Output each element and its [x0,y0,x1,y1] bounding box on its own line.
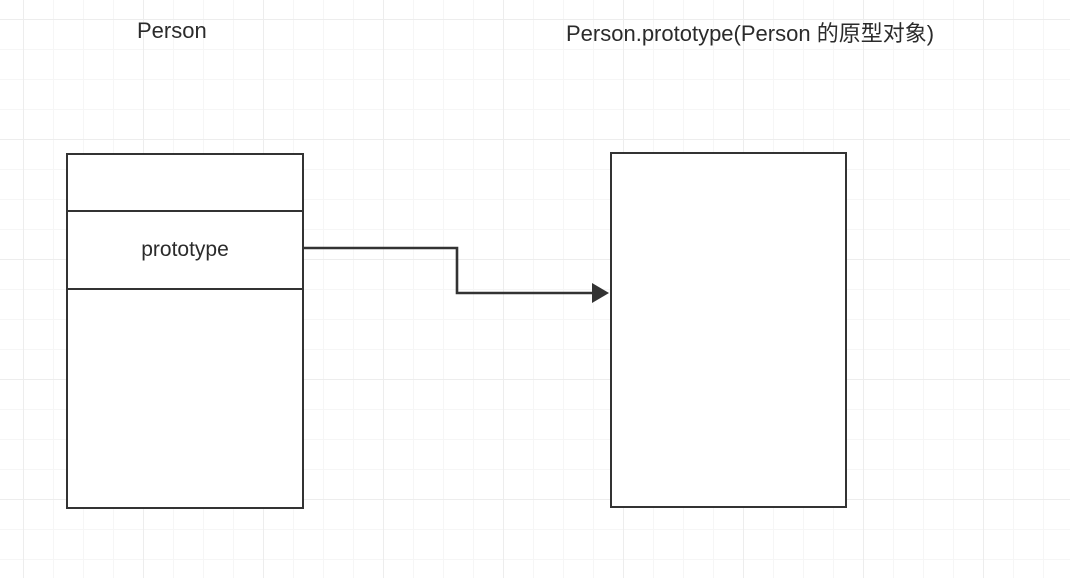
person-title-label: Person [137,18,207,43]
prototype-to-prototype-object-edge[interactable] [304,246,609,303]
person-prototype-title-label: Person.prototype(Person 的原型对象) [566,21,935,46]
person-row-empty-bottom[interactable] [68,290,302,507]
person-row-empty-top[interactable] [68,155,302,212]
person-prototype-node-box[interactable] [610,152,847,508]
person-node-box[interactable]: prototype [66,153,304,509]
arrowhead-icon [592,283,609,303]
person-row-prototype[interactable]: prototype [68,212,302,290]
person-prototype-row-body[interactable] [612,154,845,506]
edge-path [304,246,592,295]
